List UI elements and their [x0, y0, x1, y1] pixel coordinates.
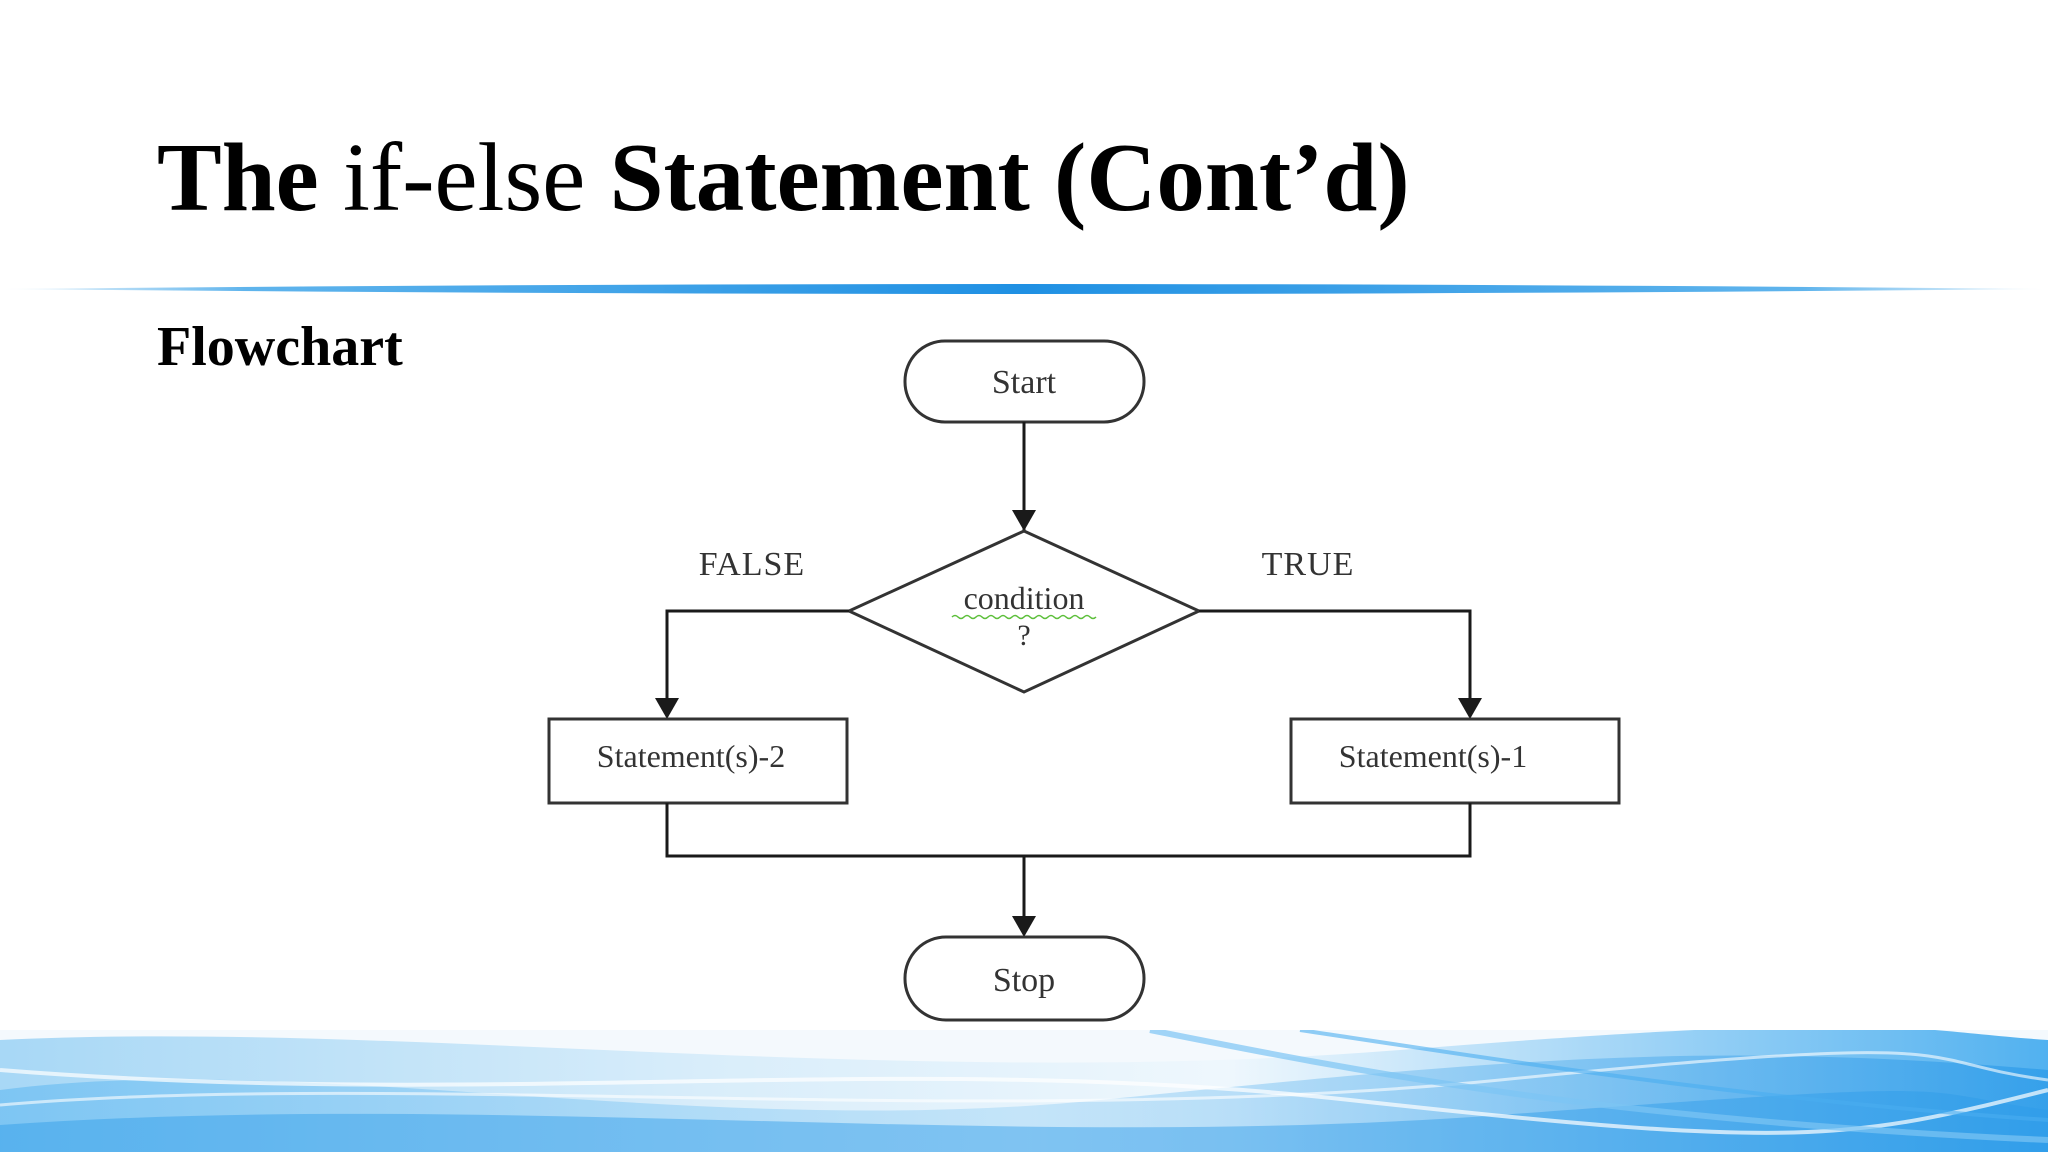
title-divider	[0, 284, 2048, 294]
statements-1-label: Statement(s)-1	[1339, 738, 1527, 774]
stop-label: Stop	[993, 962, 1055, 999]
title-part-statement: Statement (Cont’d)	[585, 124, 1410, 231]
statements-1-box	[1289, 717, 1621, 805]
statements-2-box	[547, 717, 849, 805]
arrowhead-stop	[1012, 916, 1036, 937]
condition-label: condition	[964, 580, 1085, 616]
arrowhead-true-branch	[1458, 698, 1482, 719]
true-branch-connector	[1199, 609, 1472, 698]
condition-decision	[845, 529, 1203, 694]
merge-connector	[665, 803, 1472, 858]
flowchart-heading: Flowchart	[157, 316, 403, 378]
false-label: FALSE	[699, 546, 805, 583]
slide-title: The if-else Statement (Cont’d)	[157, 118, 1410, 238]
arrowhead-false-branch	[655, 698, 679, 719]
statements-2-label: Statement(s)-2	[597, 738, 785, 774]
true-label: TRUE	[1262, 546, 1355, 583]
arrowhead-condition	[1012, 510, 1036, 531]
condition-question-mark: ?	[1017, 619, 1030, 652]
stop-terminator	[903, 935, 1146, 1022]
condition-spellcheck-underline	[951, 614, 1097, 620]
false-branch-connector	[665, 609, 849, 698]
title-part-keyword: if-else	[342, 124, 586, 231]
title-part-the: The	[157, 124, 343, 231]
footer-wave-decoration	[0, 1030, 2048, 1152]
start-label: Start	[992, 364, 1057, 401]
